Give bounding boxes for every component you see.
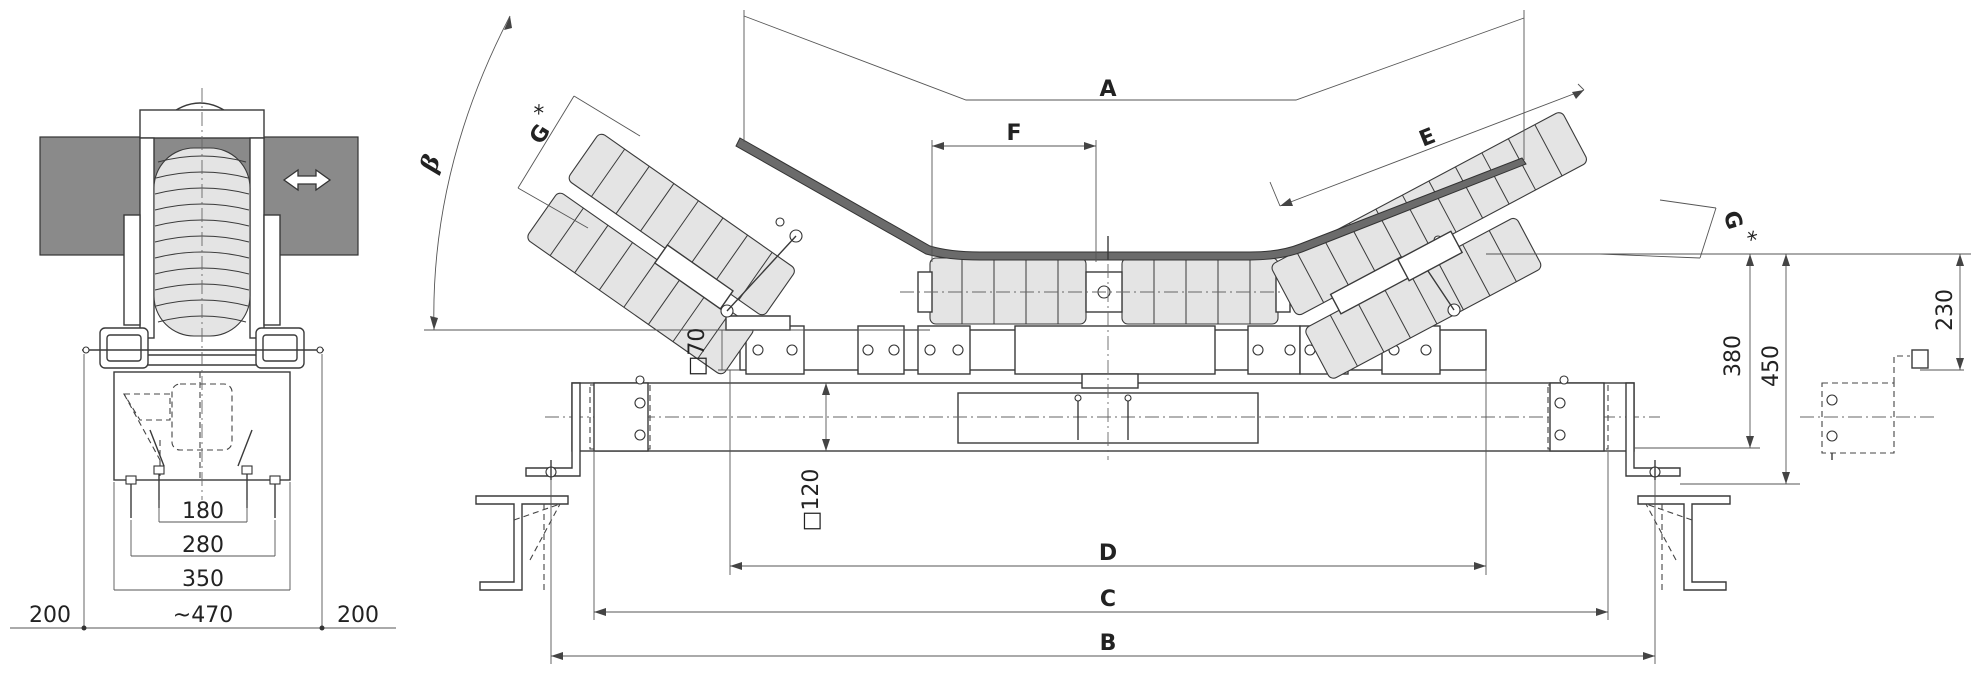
left-wing-rollers: [527, 133, 795, 375]
label-beta: β: [413, 151, 446, 177]
beam-end-right: [1549, 382, 1605, 452]
side-view: 180 280 350 ~470 200 200: [10, 88, 396, 631]
front-view: A F E D C B G * G * β □70 □120 380 450 2…: [413, 10, 1971, 664]
label-380: 380: [1721, 335, 1746, 377]
side-frame-left: [139, 137, 155, 339]
dim-350-label: 350: [182, 567, 224, 592]
dim-180-label: 180: [182, 499, 224, 524]
side-bracket-left: [123, 214, 141, 326]
label-G-right: G: [1718, 208, 1747, 232]
label-B: B: [1100, 631, 1117, 656]
side-bolts: [125, 429, 281, 518]
side-bracket-right: [263, 214, 281, 326]
label-G-left-mark: *: [529, 101, 556, 124]
bracket-left: [525, 382, 581, 477]
front-dimensions: [424, 10, 1971, 664]
side-frame-right: [249, 137, 265, 339]
label-G-left: G: [525, 120, 556, 149]
tube-right-inner: [262, 334, 298, 362]
belt-trough: [735, 137, 1527, 261]
dim-280-label: 280: [182, 533, 224, 558]
center-rollers: [900, 257, 1310, 325]
label-70: □70: [685, 328, 710, 377]
label-E: E: [1416, 124, 1439, 153]
label-A: A: [1099, 77, 1116, 102]
left-link: [725, 315, 791, 331]
label-C: C: [1100, 587, 1116, 612]
label-G-right-mark: *: [1734, 228, 1761, 245]
label-F: F: [1006, 121, 1021, 146]
dim-200-left-label: 200: [29, 603, 71, 628]
dim-200-right-label: 200: [337, 603, 379, 628]
upper-rail-center: [1014, 325, 1216, 375]
tube-left-inner: [106, 334, 142, 362]
center-support-block: [1081, 373, 1139, 389]
dim-470-label: ~470: [173, 603, 233, 628]
label-120: □120: [799, 469, 824, 532]
label-230: 230: [1933, 289, 1958, 331]
bracket-right: [1625, 382, 1681, 477]
label-450: 450: [1759, 345, 1784, 387]
angle-support-left: [475, 495, 569, 591]
belt-direction-arrow-icon: [282, 168, 332, 192]
label-D: D: [1099, 541, 1117, 566]
side-dimensions: [10, 354, 396, 631]
angle-support-right: [1637, 495, 1731, 591]
detail-block: [1800, 349, 1938, 460]
beam-end-left: [593, 382, 649, 452]
